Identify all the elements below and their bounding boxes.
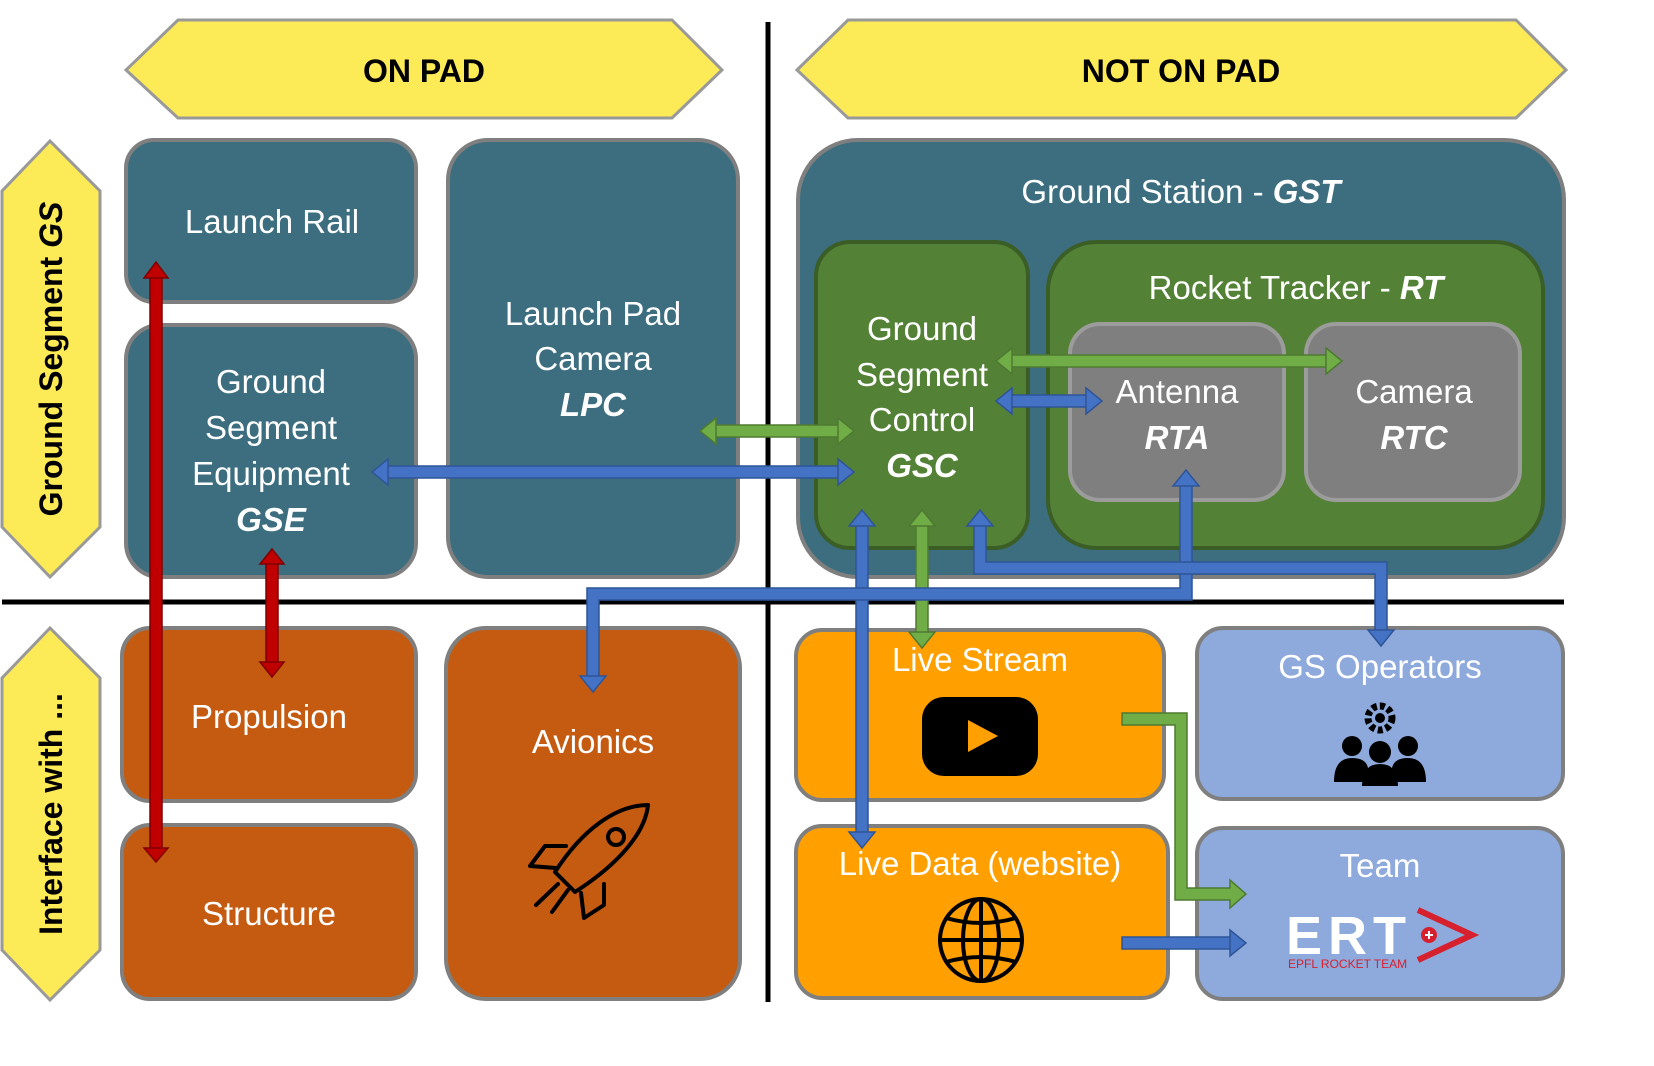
live-data-label: Live Data (website)	[839, 845, 1121, 882]
box-lpc: Launch Pad Camera LPC	[446, 138, 740, 579]
box-team: Team ERT EPFL ROCKET TEAM	[1195, 826, 1565, 1001]
arrow-gse-gsc	[370, 457, 856, 487]
globe-icon	[938, 897, 1024, 983]
arrow-gse-propulsion	[258, 547, 286, 679]
arrow-gsc-live-stream	[907, 508, 937, 650]
header-on-pad-label: ON PAD	[363, 53, 485, 89]
box-avionics: Avionics	[444, 626, 742, 1001]
lpc-label-line2: Camera	[534, 340, 652, 377]
arrow-live-data-team	[1121, 928, 1248, 958]
lpc-abbr: LPC	[560, 386, 627, 423]
gsc-label-line1: Ground	[867, 310, 977, 347]
box-gs-operators: GS Operators	[1195, 626, 1565, 801]
ert-logo-letters: ERT	[1286, 906, 1412, 966]
structure-label: Structure	[202, 895, 336, 932]
rtc-abbr: RTC	[1380, 419, 1448, 456]
header-not-on-pad-label: NOT ON PAD	[1082, 53, 1281, 89]
gsc-label-line2: Segment	[856, 356, 988, 393]
team-label: Team	[1340, 847, 1421, 884]
arrow-rta-avionics	[578, 468, 1201, 694]
box-live-data: Live Data (website)	[794, 824, 1170, 1000]
gsc-label-line3: Control	[869, 401, 975, 438]
box-gsc: Ground Segment Control GSC	[814, 240, 1030, 550]
gse-label-line1: Ground	[216, 363, 326, 400]
box-gse: Ground Segment Equipment GSE	[124, 323, 418, 579]
lpc-label-line1: Launch Pad	[505, 295, 681, 332]
side-label-ground-segment: Ground Segment GS	[0, 138, 102, 580]
box-rta: Antenna RTA	[1068, 322, 1286, 502]
box-structure: Structure	[120, 823, 418, 1001]
arrow-gsc-gs-operators	[965, 508, 1396, 648]
rtc-label: Camera	[1355, 373, 1473, 410]
header-on-pad: ON PAD	[123, 18, 725, 120]
box-launch-rail: Launch Rail	[124, 138, 418, 304]
arrow-gsc-live-data	[847, 508, 877, 850]
gsc-abbr: GSC	[886, 447, 959, 484]
gse-label-line2: Segment	[205, 409, 337, 446]
arrow-gsc-rta	[994, 386, 1104, 416]
box-propulsion: Propulsion	[120, 626, 418, 803]
live-stream-label: Live Stream	[892, 641, 1068, 678]
avionics-label: Avionics	[532, 723, 654, 760]
arrow-gsc-rtc	[994, 346, 1344, 376]
gse-abbr: GSE	[236, 501, 307, 538]
box-live-stream: Live Stream	[794, 628, 1166, 802]
launch-rail-label: Launch Rail	[185, 203, 359, 240]
header-not-on-pad: NOT ON PAD	[794, 18, 1569, 120]
gs-operators-label: GS Operators	[1278, 648, 1482, 685]
propulsion-label: Propulsion	[191, 698, 347, 735]
people-gear-icon	[1334, 702, 1426, 786]
ert-logo: ERT EPFL ROCKET TEAM	[1286, 906, 1480, 971]
gse-label-line3: Equipment	[192, 455, 350, 492]
ert-logo-subtitle: EPFL ROCKET TEAM	[1288, 957, 1407, 971]
arrow-lpc-gsc	[698, 416, 856, 446]
side-label-ground-segment-text: Ground Segment GS	[33, 201, 69, 516]
arrow-launch-rail-structure	[142, 260, 170, 864]
arrow-live-stream-team	[1121, 712, 1248, 910]
box-rtc: Camera RTC	[1304, 322, 1522, 502]
side-label-interface-with: Interface with ...	[0, 625, 102, 1003]
rta-label: Antenna	[1116, 373, 1240, 410]
play-button-icon	[922, 697, 1038, 776]
gst-title: Ground Station - GST	[1021, 173, 1343, 210]
rta-abbr: RTA	[1145, 419, 1210, 456]
rt-title: Rocket Tracker - RT	[1149, 269, 1446, 306]
rocket-icon	[528, 803, 650, 920]
side-label-interface-with-text: Interface with ...	[33, 693, 69, 935]
